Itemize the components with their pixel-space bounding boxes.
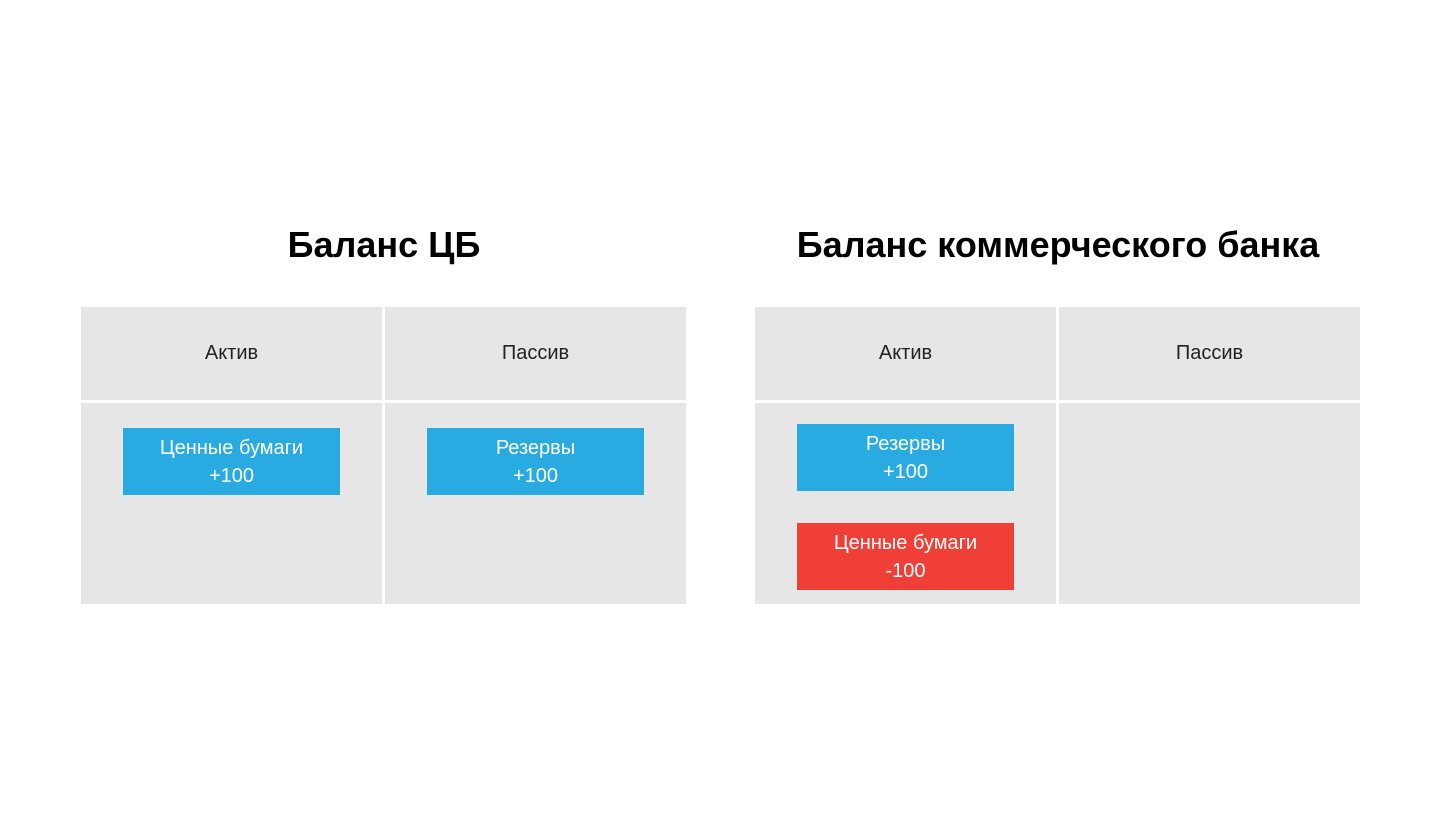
commercial-liability-header-cell: Пассив — [1059, 307, 1360, 400]
cb-asset-header-cell: Актив — [81, 307, 382, 400]
commercial-asset-entry-securities: Ценные бумаги -100 — [797, 523, 1014, 590]
cb-asset-entry-securities: Ценные бумаги +100 — [123, 428, 340, 495]
entry-label: Резервы — [865, 432, 946, 455]
cb-liability-header-cell: Пассив — [385, 307, 686, 400]
commercial-balance-title: Баланс коммерческого банка — [796, 224, 1320, 265]
cb-asset-header: Актив — [204, 342, 259, 364]
commercial-asset-column: Резервы +100 Ценные бумаги -100 — [755, 403, 1056, 604]
entry-amount: -100 — [885, 559, 926, 582]
commercial-asset-header-cell: Актив — [755, 307, 1056, 400]
entry-amount: +100 — [882, 460, 929, 483]
cb-liability-entry-reserves: Резервы +100 — [427, 428, 644, 495]
cb-balance-title: Баланс ЦБ — [287, 224, 481, 265]
entry-amount: +100 — [512, 464, 559, 487]
commercial-asset-entry-reserves: Резервы +100 — [797, 424, 1014, 491]
entry-label: Ценные бумаги — [159, 436, 304, 459]
cb-liability-header: Пассив — [501, 342, 570, 364]
commercial-liability-header: Пассив — [1175, 342, 1244, 364]
entry-amount: +100 — [208, 464, 255, 487]
commercial-asset-header: Актив — [878, 342, 933, 364]
commercial-balance-sheet: Актив Пассив Резервы +100 Ценные бумаги … — [755, 307, 1360, 604]
entry-label: Резервы — [495, 436, 576, 459]
cb-asset-column: Ценные бумаги +100 — [81, 403, 382, 604]
cb-liability-column: Резервы +100 — [385, 403, 686, 604]
entry-label: Ценные бумаги — [833, 531, 978, 554]
commercial-liability-column — [1059, 403, 1360, 604]
cb-balance-sheet: Актив Пассив Ценные бумаги +100 Резервы … — [81, 307, 686, 604]
